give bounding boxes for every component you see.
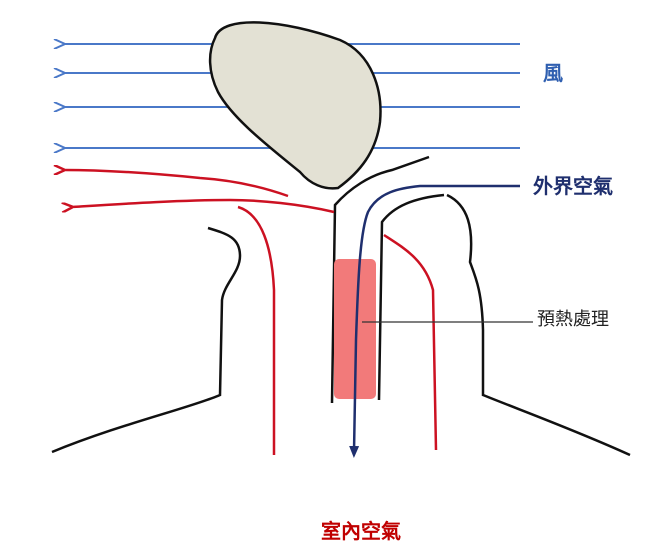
wind-label: 風 xyxy=(543,61,563,85)
outdoor-air-flow xyxy=(349,184,520,458)
outdoor-air-label: 外界空氣 xyxy=(533,174,613,198)
warm-flow-left-down xyxy=(237,205,276,455)
preheat-zone xyxy=(334,259,376,399)
warm-flow-upper xyxy=(64,170,289,198)
right-shoulder xyxy=(446,193,631,457)
ground-outline xyxy=(51,155,631,457)
warm-air-flows xyxy=(64,170,438,455)
warm-flow-right xyxy=(383,233,438,451)
preheat-label: 預熱處理 xyxy=(537,309,609,330)
boulder xyxy=(208,21,382,190)
left-shoulder xyxy=(51,226,242,454)
shaft-left-wall xyxy=(330,155,430,404)
shaft-right-wall xyxy=(377,193,445,401)
indoor-air-label: 室內空氣 xyxy=(321,519,401,543)
warm-flow-left-descend xyxy=(72,198,335,214)
